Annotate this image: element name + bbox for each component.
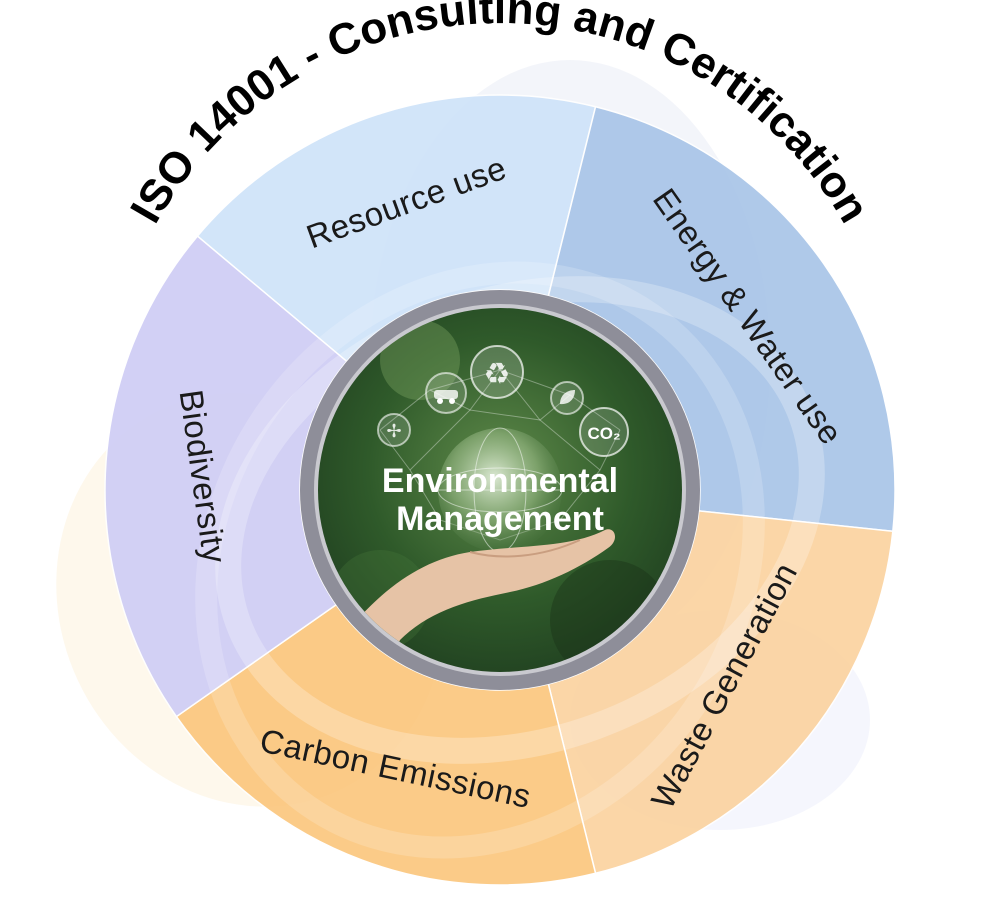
wind-turbine-icon: ✢ xyxy=(377,413,411,447)
recycle-icon: ♻ xyxy=(470,345,524,399)
co2-icon: CO₂ xyxy=(579,407,629,457)
svg-text:CO₂: CO₂ xyxy=(587,424,620,443)
center-title-line2: Management xyxy=(396,500,604,538)
svg-text:♻: ♻ xyxy=(484,358,511,391)
eco-car-icon xyxy=(425,372,467,414)
segments-wheel xyxy=(104,94,896,886)
center-title-line1: Environmental xyxy=(382,462,618,500)
hand-icon xyxy=(330,529,615,672)
svg-text:✢: ✢ xyxy=(386,421,401,441)
leaf-icon xyxy=(550,381,584,415)
